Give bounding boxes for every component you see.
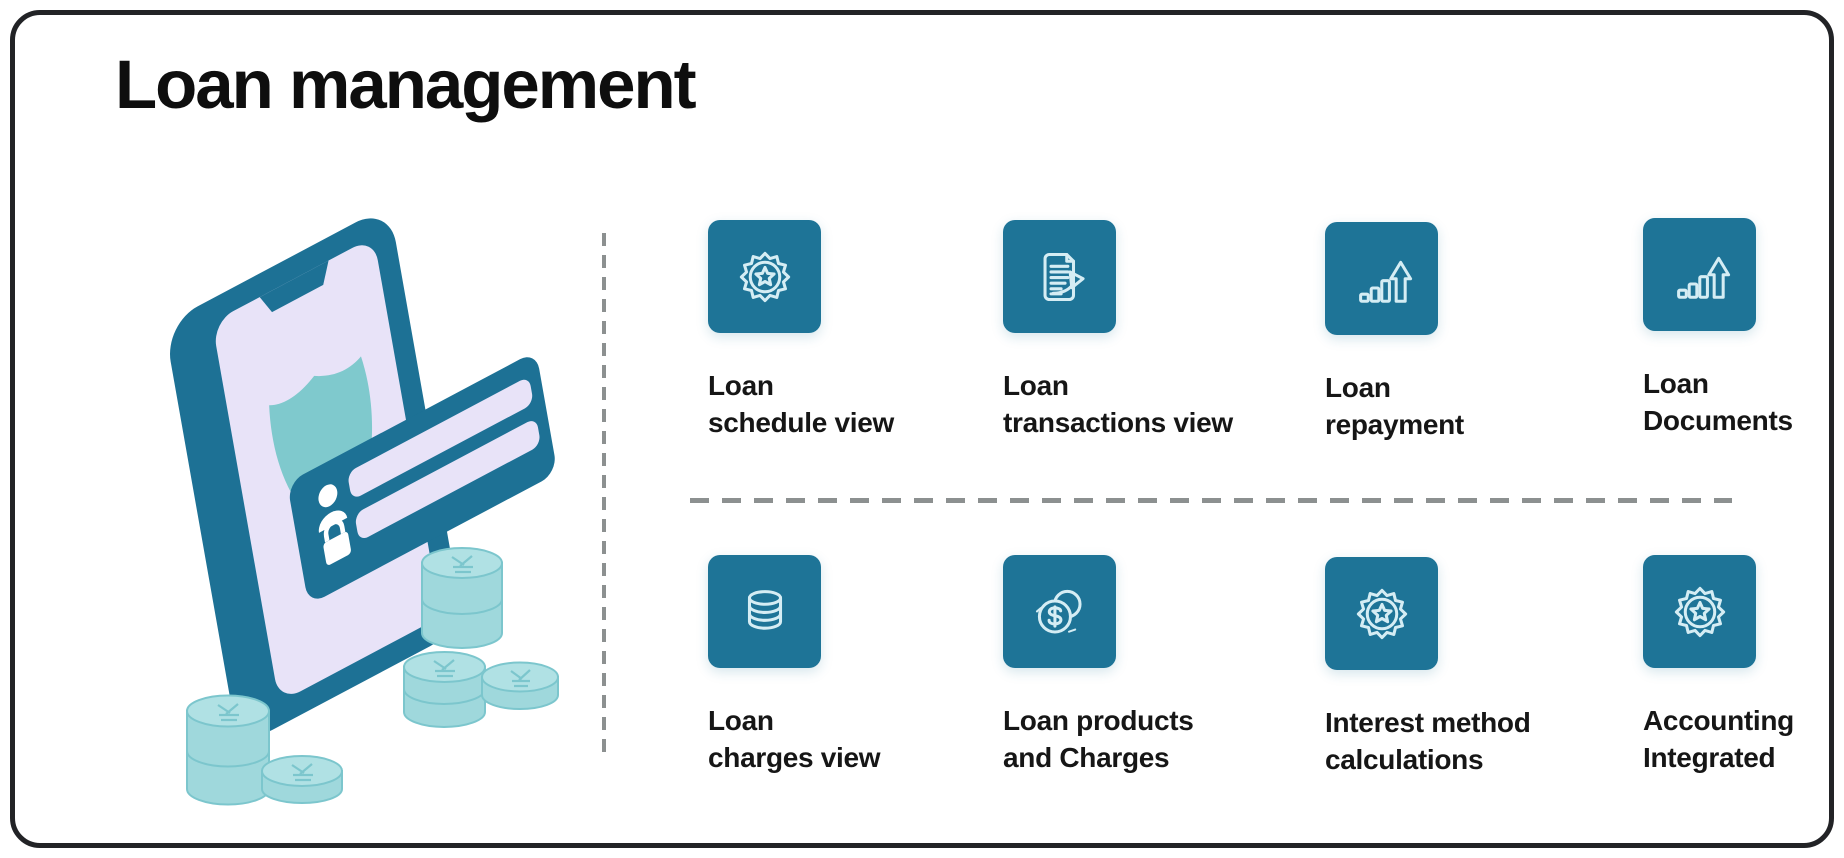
badge-star-icon <box>1346 578 1418 650</box>
growth-chart-arrow-icon <box>1664 239 1736 311</box>
feature-tile <box>1325 557 1438 670</box>
feature-tile <box>1003 555 1116 668</box>
feature-tile <box>1643 555 1756 668</box>
vertical-dashed-divider <box>602 233 606 757</box>
id-card-graphic <box>289 357 555 599</box>
page-title: Loan management <box>115 46 697 123</box>
mobile-loan-security-illustration <box>170 218 559 806</box>
lock-icon <box>323 518 351 565</box>
horizontal-dashed-divider <box>690 498 1732 503</box>
feature-tile <box>1643 218 1756 331</box>
badge-star-icon <box>729 241 801 313</box>
feature-tile <box>708 555 821 668</box>
feature-tile <box>1003 220 1116 333</box>
dollar-coins-icon <box>1024 576 1096 648</box>
feature-tile <box>1325 222 1438 335</box>
infographic-card: Loan management <box>10 10 1834 848</box>
feature-tile <box>708 220 821 333</box>
growth-chart-arrow-icon <box>1346 243 1418 315</box>
document-transfer-icon <box>1024 241 1096 313</box>
coin-stack-icon <box>729 576 801 648</box>
coin-stacks-graphic <box>186 547 559 806</box>
badge-star-icon <box>1664 576 1736 648</box>
